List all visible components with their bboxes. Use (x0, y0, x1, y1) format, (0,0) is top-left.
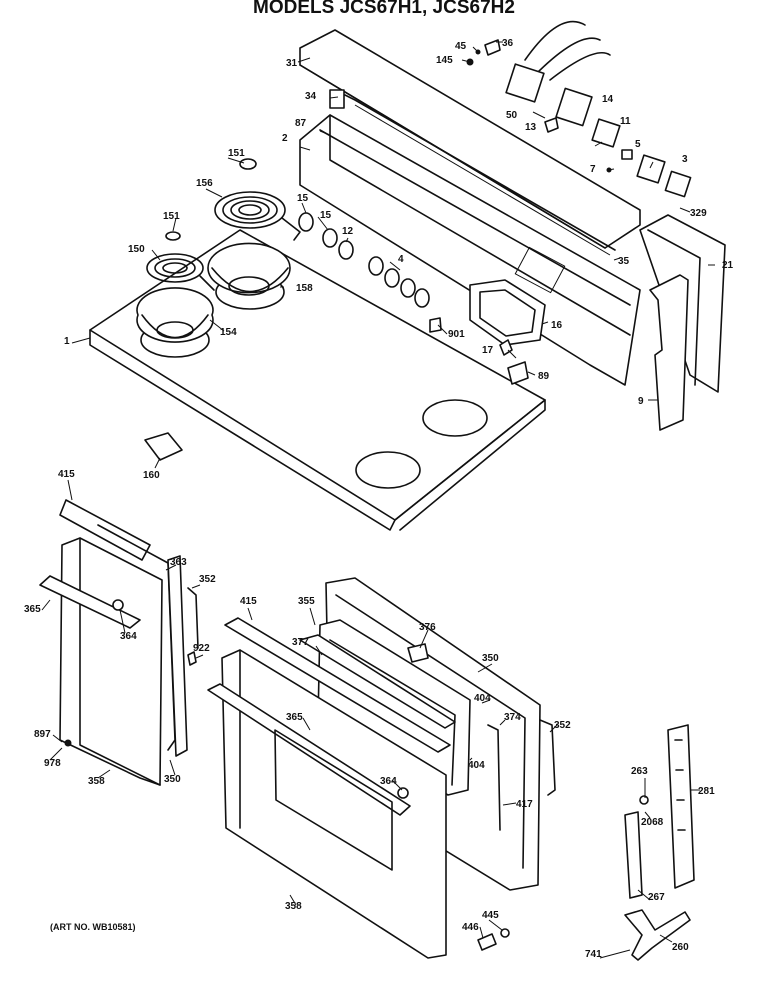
callout-267: 267 (648, 892, 665, 903)
callout-11: 11 (620, 116, 631, 127)
control-knob-parts (298, 212, 430, 308)
callout-365-right: 365 (286, 712, 303, 723)
callout-89: 89 (538, 371, 550, 382)
callout-352-left: 352 (199, 574, 216, 585)
callout-4: 4 (398, 254, 404, 265)
callout-3: 3 (682, 154, 688, 165)
terminal-block-part (144, 432, 183, 461)
drip-bowl-parts (136, 242, 291, 343)
callout-labels: 31 45 36 145 50 34 14 87 13 11 2 5 7 3 1… (24, 38, 734, 960)
callout-156: 156 (196, 178, 213, 189)
callout-15-bottom: 15 (320, 210, 332, 221)
callout-446: 446 (462, 922, 479, 933)
surface-element-parts (146, 158, 301, 291)
callout-13: 13 (525, 122, 537, 133)
callout-7: 7 (590, 164, 596, 175)
art-number-label: (ART NO. WB10581) (50, 922, 136, 932)
clock-timer-part (469, 279, 546, 346)
side-bracket-part (649, 274, 689, 431)
callout-897: 897 (34, 729, 51, 740)
callout-150: 150 (128, 244, 145, 255)
callout-21: 21 (722, 260, 734, 271)
callout-151-bottom: 151 (163, 211, 180, 222)
callout-415-right: 415 (240, 596, 257, 607)
callout-350-right: 350 (482, 653, 499, 664)
callout-12: 12 (342, 226, 354, 237)
callout-45: 45 (455, 41, 467, 52)
callout-158: 158 (296, 283, 313, 294)
callout-87: 87 (295, 118, 307, 129)
callout-35: 35 (618, 256, 630, 267)
callout-922: 922 (193, 643, 210, 654)
callout-2068: 2068 (641, 817, 664, 828)
callout-741: 741 (585, 949, 602, 960)
upper-small-parts (329, 20, 692, 385)
callout-404-top: 404 (474, 693, 491, 704)
callout-50: 50 (506, 110, 518, 121)
callout-377: 377 (292, 637, 309, 648)
storage-drawer-door-part (39, 499, 199, 786)
callout-15-top: 15 (297, 193, 309, 204)
callout-9: 9 (638, 396, 644, 407)
callout-364-right: 364 (380, 776, 397, 787)
callout-363: 363 (170, 557, 187, 568)
callout-263: 263 (631, 766, 648, 777)
callout-445: 445 (482, 910, 499, 921)
callout-leader-lines (41, 41, 715, 959)
callout-2: 2 (282, 133, 288, 144)
callout-14: 14 (602, 94, 614, 105)
callout-1: 1 (64, 336, 70, 347)
callout-160: 160 (143, 470, 160, 481)
callout-36: 36 (502, 38, 514, 49)
callout-260: 260 (672, 942, 689, 953)
callout-404-bottom: 404 (468, 760, 485, 771)
callout-16: 16 (551, 320, 563, 331)
callout-355: 355 (298, 596, 315, 607)
oven-door-part (207, 577, 556, 959)
callout-281: 281 (698, 786, 715, 797)
callout-358-left: 358 (88, 776, 105, 787)
callout-151-top: 151 (228, 148, 245, 159)
callout-352-right: 352 (554, 720, 571, 731)
callout-417: 417 (516, 799, 533, 810)
callout-5: 5 (635, 139, 641, 150)
backsplash-panel-part (299, 94, 641, 386)
callout-17: 17 (482, 345, 494, 356)
callout-415-left: 415 (58, 469, 75, 480)
callout-31: 31 (286, 58, 298, 69)
page-title: MODELS JCS67H1, JCS67H2 (253, 0, 515, 18)
callout-350-left: 350 (164, 774, 181, 785)
callout-364-left: 364 (120, 631, 137, 642)
callout-358-right: 358 (285, 901, 302, 912)
callout-901: 901 (448, 329, 465, 340)
callout-329: 329 (690, 208, 707, 219)
oven-door-hinge-parts (477, 724, 695, 961)
callout-374: 374 (504, 712, 521, 723)
callout-34: 34 (305, 91, 317, 102)
callout-365-left: 365 (24, 604, 41, 615)
callout-154: 154 (220, 327, 237, 338)
callout-145: 145 (436, 55, 453, 66)
callout-978: 978 (44, 758, 61, 769)
callout-376: 376 (419, 622, 436, 633)
